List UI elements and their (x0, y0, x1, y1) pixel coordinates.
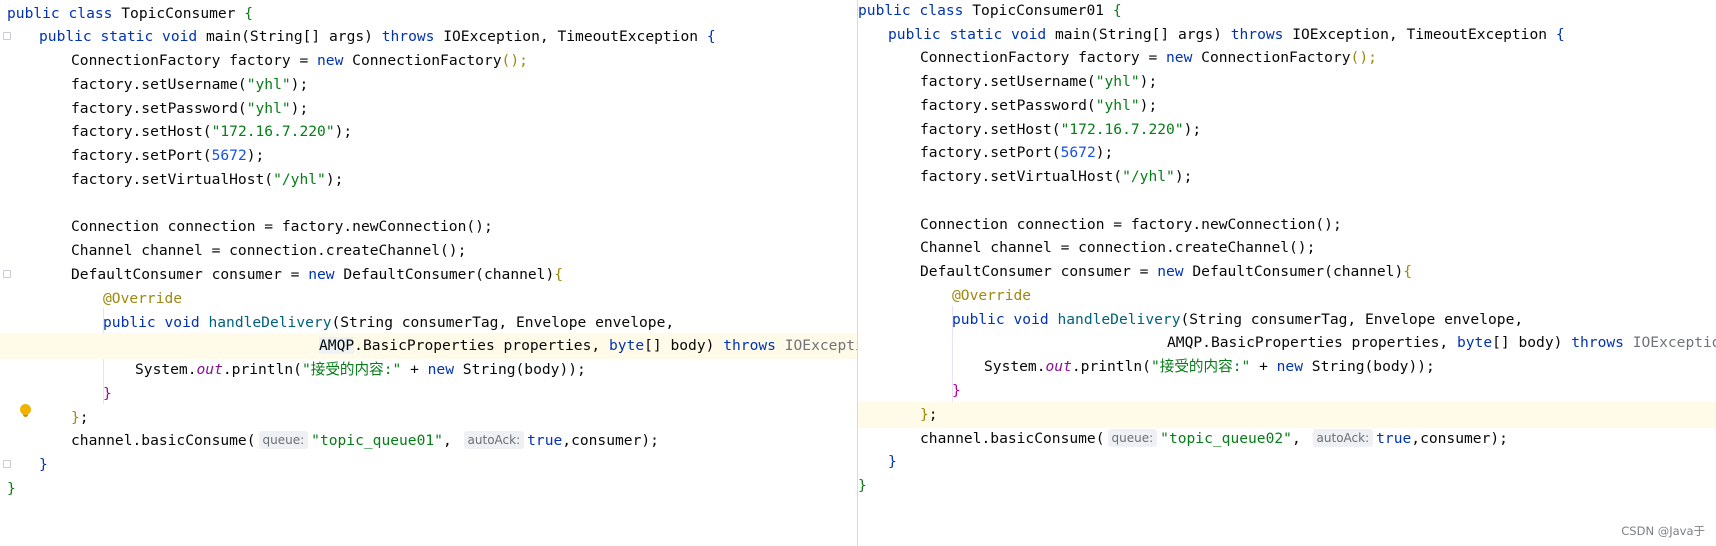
code-line-5: factory.setPassword("yhl"); (71, 100, 309, 117)
watermark: CSDN @Java于 (1621, 524, 1705, 538)
code-line-14: public void handleDelivery(String consum… (103, 314, 675, 331)
code-line-3: ConnectionFactory factory = new Connecti… (920, 49, 1377, 66)
code-line-2: public static void main(String[] args) t… (888, 26, 1565, 43)
code-line-7: factory.setPort(5672); (920, 144, 1114, 161)
parameter-hint-queue: queue: (258, 431, 309, 449)
code-line-14: public void handleDelivery(String consum… (952, 311, 1524, 328)
code-line-18-current: }; (858, 402, 1716, 428)
fold-marker-icon[interactable] (3, 32, 11, 40)
code-line-21: } (858, 477, 867, 494)
code-line-16: System.out.println("接受的内容:" + new String… (135, 361, 586, 378)
code-line-11: Channel channel = connection.createChann… (71, 242, 467, 259)
lightbulb-icon[interactable] (20, 404, 31, 415)
code-line-20: } (39, 456, 48, 473)
code-line-6: factory.setHost("172.16.7.220"); (71, 123, 353, 140)
code-line-3: ConnectionFactory factory = new Connecti… (71, 52, 528, 69)
code-line-15-current: AMQP.BasicProperties properties, byte[] … (0, 333, 858, 359)
parameter-hint-queue: queue: (1107, 429, 1158, 447)
fold-marker-icon[interactable] (3, 460, 11, 468)
code-line-8: factory.setVirtualHost("/yhl"); (920, 168, 1193, 185)
code-line-19: channel.basicConsume(queue:"topic_queue0… (920, 429, 1508, 447)
code-line-21: } (7, 480, 16, 497)
class-name: TopicConsumer (121, 5, 236, 22)
code-line-19: channel.basicConsume(queue:"topic_queue0… (71, 431, 659, 449)
code-line-18: }; (71, 409, 89, 426)
code-line-10: Connection connection = factory.newConne… (71, 218, 493, 235)
code-line-4: factory.setUsername("yhl"); (71, 76, 309, 93)
right-editor-panel: public class TopicConsumer01 { public st… (858, 0, 1716, 546)
code-line-7: factory.setPort(5672); (71, 147, 265, 164)
code-line-17: } (103, 385, 112, 402)
code-line-20: } (888, 453, 897, 470)
code-line-17: } (952, 382, 961, 399)
code-line-10: Connection connection = factory.newConne… (920, 216, 1342, 233)
parameter-hint-autoack: autoAck: (463, 431, 525, 449)
code-line-1: public class TopicConsumer01 { (858, 2, 1122, 19)
fold-marker-icon[interactable] (3, 270, 11, 278)
code-line-12: DefaultConsumer consumer = new DefaultCo… (920, 263, 1413, 280)
code-line-16: System.out.println("接受的内容:" + new String… (984, 358, 1435, 375)
code-line-11: Channel channel = connection.createChann… (920, 239, 1316, 256)
code-line-12: DefaultConsumer consumer = new DefaultCo… (71, 266, 564, 283)
code-line-15: AMQP.BasicProperties properties, byte[] … (1167, 334, 1716, 351)
code-line-6: factory.setHost("172.16.7.220"); (920, 121, 1202, 138)
code-line-5: factory.setPassword("yhl"); (920, 97, 1158, 114)
code-line-13: @Override (952, 287, 1032, 304)
parameter-hint-autoack: autoAck: (1312, 429, 1374, 447)
left-editor-panel: public class TopicConsumer { public stat… (0, 5, 858, 497)
code-line-13: @Override (103, 290, 183, 307)
code-line-8: factory.setVirtualHost("/yhl"); (71, 171, 344, 188)
indent-guide (952, 306, 953, 402)
code-line-2: public static void main(String[] args) t… (39, 28, 716, 45)
code-line-4: factory.setUsername("yhl"); (920, 73, 1158, 90)
class-name: TopicConsumer01 (972, 2, 1105, 19)
code-line-1: public class TopicConsumer { (7, 5, 254, 22)
